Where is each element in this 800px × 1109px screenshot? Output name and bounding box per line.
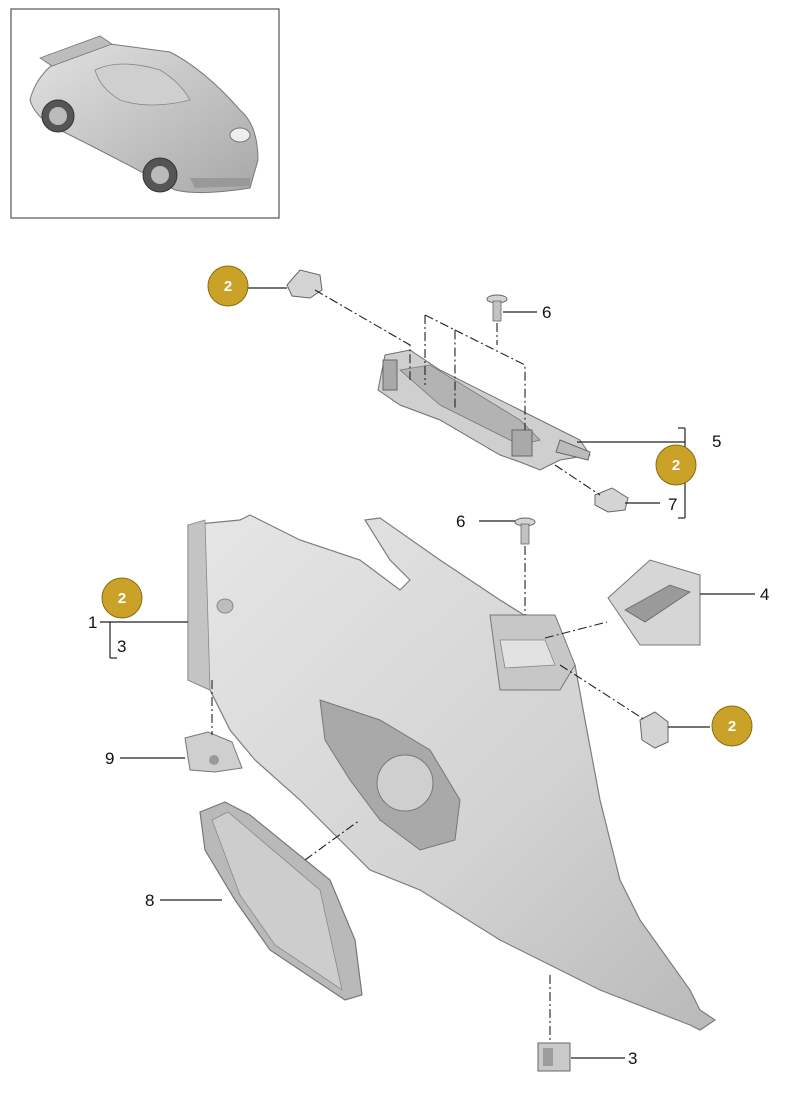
label-3-bottom: 3 [628,1049,637,1068]
badge-2-top-left: 2 [207,265,249,307]
label-6-lower: 6 [456,512,465,531]
badge-2-left: 2 [101,577,143,619]
badge-2-left-text: 2 [118,590,126,607]
label-1: 1 [88,613,97,632]
vehicle-thumbnail [10,8,280,219]
part-2-clip-top [286,269,323,299]
leader-lines [100,287,755,1059]
part-6-screw-top [486,294,508,322]
assembly-lines [211,289,646,1043]
badge-2-right-lower-text: 2 [728,718,736,735]
label-4: 4 [760,585,769,604]
part-4-belt-guide [607,559,701,646]
label-5: 5 [712,432,721,451]
part-3-lower-clip [537,1042,571,1072]
label-6-top: 6 [542,303,551,322]
badge-2-right-lower: 2 [711,705,753,747]
part-6-screw-lower [514,517,536,545]
part-2-clip-right [639,711,669,749]
part-5-bracket [377,349,591,471]
part-9-cover-piece [184,731,243,773]
label-8: 8 [145,891,154,910]
badge-2-right-upper: 2 [655,444,697,486]
car-illustration [29,35,259,194]
label-3-left: 3 [117,637,126,656]
badge-2-top-left-text: 2 [224,278,232,295]
label-9: 9 [105,749,114,768]
part-8-speaker-grille [199,801,363,1001]
label-7: 7 [668,495,677,514]
part-1-side-trim-panel [187,514,717,1031]
badge-2-right-upper-text: 2 [672,457,680,474]
part-7-clip [594,487,629,513]
